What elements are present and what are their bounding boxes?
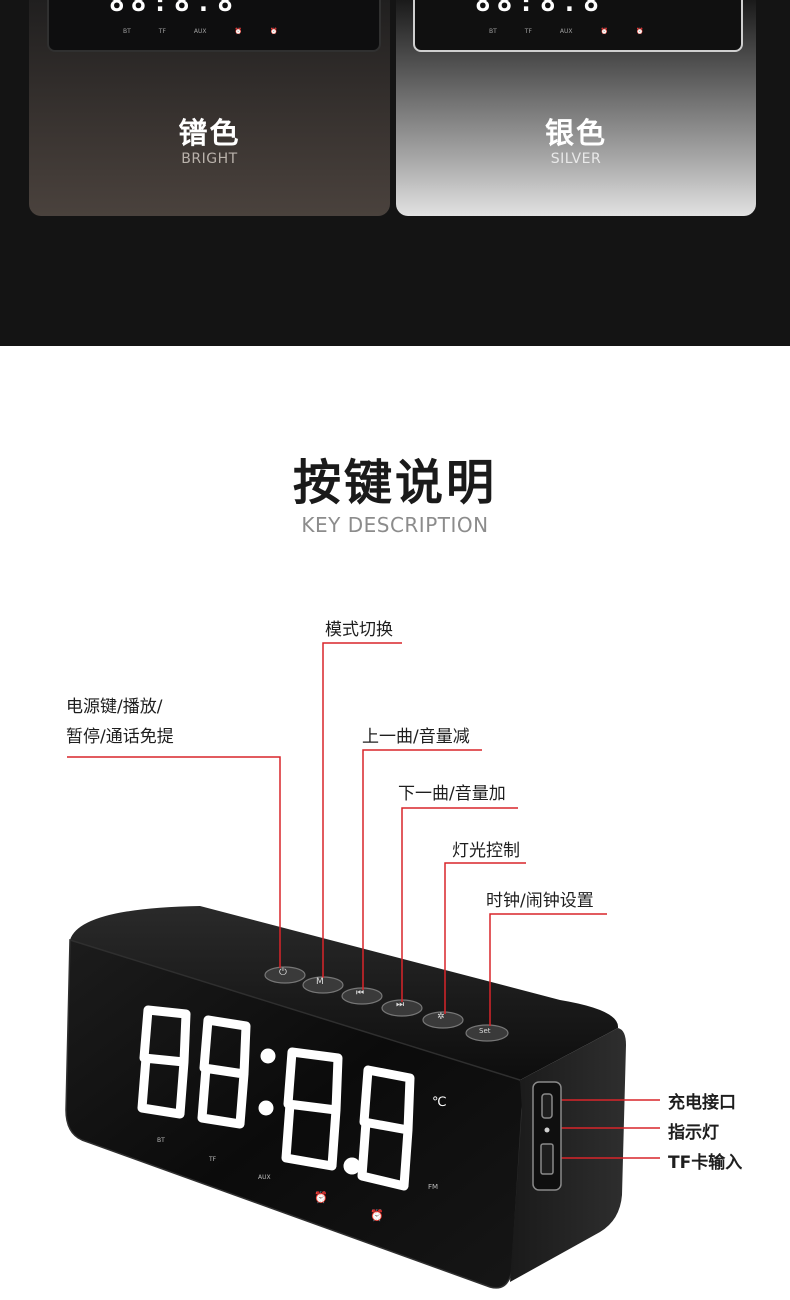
variant-card-silver: 88:8.8 FM BT TF AUX ⏰ ⏰ 银色 SILVER [396, 0, 756, 216]
mode-icon: M [316, 977, 324, 987]
variant-title: 银色 [544, 116, 607, 150]
clock-preview: 88:8.8 FM BT TF AUX ⏰ ⏰ [47, 0, 381, 52]
callout-tf: TF卡输入 [668, 1153, 743, 1173]
callout-power-line2: 暂停/通话免提 [66, 727, 174, 747]
led-display [137, 1005, 415, 1191]
variant-subtitle: BRIGHT [181, 151, 238, 167]
display-label-fm: FM [428, 1183, 439, 1191]
indicator-tf: TF [158, 28, 166, 35]
indicator-aux: AUX [559, 28, 573, 35]
indicator-bt: BT [123, 28, 131, 35]
callout-light: 灯光控制 [452, 841, 520, 861]
callout-prev: 上一曲/音量减 [362, 727, 470, 747]
side-ports [532, 1081, 562, 1191]
variant-card-bright: 88:8.8 FM BT TF AUX ⏰ ⏰ 镨色 BRIGHT [29, 0, 390, 216]
set-key-label: Set [479, 1027, 491, 1035]
alarm1-icon: ⏰ [234, 28, 242, 35]
alarm2-icon: ⏰ [270, 28, 278, 35]
alarm1-icon: ⏰ [600, 28, 608, 35]
top-buttons [264, 966, 509, 1042]
indicator-bt: BT [489, 28, 497, 35]
indicator-aux: AUX [193, 28, 207, 35]
indicator-labels: BT TF AUX ⏰ ⏰ [123, 28, 277, 35]
alarm2-icon: ⏰ [370, 1209, 384, 1222]
section-title: 按键说明 [292, 455, 497, 511]
variant-title: 镨色 [178, 116, 241, 150]
color-variants-section: 88:8.8 FM BT TF AUX ⏰ ⏰ 镨色 BRIGHT 88:8.8… [0, 0, 790, 346]
indicator-labels: BT TF AUX ⏰ ⏰ [489, 28, 643, 35]
callout-clock: 时钟/闹钟设置 [486, 891, 594, 911]
power-icon: ⏻ [279, 967, 287, 978]
leader-lines [67, 642, 660, 1159]
next-icon: ⏭ [396, 1000, 405, 1010]
variant-subtitle: SILVER [550, 151, 602, 167]
clock-preview-digits: 88:8.8 [109, 0, 239, 18]
callout-mode: 模式切换 [325, 620, 393, 640]
light-icon: ✲ [437, 1012, 445, 1022]
temperature-unit: ℃ [432, 1095, 447, 1110]
display-label-aux: AUX [258, 1174, 271, 1181]
callout-indicator: 指示灯 [668, 1123, 719, 1143]
display-label-tf: TF [209, 1156, 217, 1163]
clock-preview: 88:8.8 FM BT TF AUX ⏰ ⏰ [413, 0, 743, 52]
callout-power: 电源键/播放/ 暂停/通话免提 [66, 692, 174, 752]
alarm2-icon: ⏰ [636, 28, 644, 35]
callout-power-line1: 电源键/播放/ [66, 697, 163, 717]
callout-charge: 充电接口 [668, 1093, 736, 1113]
section-subtitle: KEY DESCRIPTION [301, 513, 489, 537]
indicator-tf: TF [524, 28, 532, 35]
prev-icon: ⏮ [356, 988, 365, 998]
display-label-bt: BT [157, 1137, 165, 1144]
alarm1-icon: ⏰ [314, 1191, 328, 1204]
callout-next: 下一曲/音量加 [398, 784, 506, 804]
clock-preview-digits: 88:8.8 [475, 0, 605, 18]
